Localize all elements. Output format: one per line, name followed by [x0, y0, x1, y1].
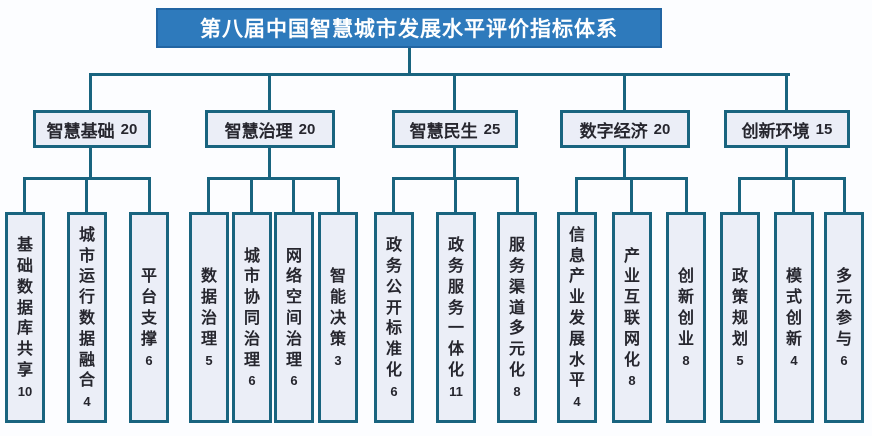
- category-label: 智慧基础: [46, 121, 115, 141]
- indicator-score: 4: [573, 394, 581, 410]
- category-score: 20: [120, 120, 138, 138]
- indicator-score: 5: [736, 352, 744, 368]
- connector-leaf-drop: [738, 177, 741, 212]
- indicator-score: 10: [17, 383, 33, 399]
- indicator-label: 产业互联网化: [623, 247, 640, 369]
- connector-leaf-drop: [575, 177, 578, 212]
- indicator-label: 网络空间治理: [285, 247, 302, 369]
- connector-leaf-drop: [392, 177, 395, 212]
- category-score: 20: [298, 120, 316, 138]
- indicator-score: 4: [83, 394, 91, 410]
- category-score: 20: [653, 120, 671, 138]
- indicator-score: 6: [840, 352, 848, 368]
- connector-leaf-drop: [792, 177, 795, 212]
- indicator-label: 城市协同治理: [243, 247, 260, 369]
- indicator-box: 信息产业发展水平 4: [557, 212, 597, 423]
- connector-leaf-drop: [516, 177, 519, 212]
- indicator-score: 6: [145, 352, 153, 368]
- indicator-label: 城市运行数据融合: [78, 226, 95, 390]
- category-score: 25: [483, 120, 501, 138]
- indicator-box: 网络空间治理 6: [274, 212, 314, 423]
- indicator-label: 数据治理: [200, 268, 217, 348]
- indicator-label: 政策规划: [731, 268, 748, 348]
- category-box-smart-governance: 智慧治理 20: [205, 110, 335, 148]
- indicator-box: 产业互联网化 8: [612, 212, 652, 423]
- connector-leaf-drop: [148, 177, 151, 212]
- category-label: 数字经济: [579, 121, 648, 141]
- connector-cat-stem: [623, 148, 626, 177]
- connector-drop: [89, 73, 92, 110]
- connector-root-stem: [408, 48, 411, 73]
- indicator-box: 政策规划 5: [720, 212, 760, 423]
- indicator-box: 多元参与 6: [824, 212, 864, 423]
- connector-cat-stem: [268, 148, 271, 177]
- connector-leaf-drop: [843, 177, 846, 212]
- connector-cat-stem: [453, 148, 456, 177]
- indicator-box: 创新创业 8: [666, 212, 706, 423]
- indicator-box: 模式创新 4: [774, 212, 814, 423]
- indicator-box: 平台支撑 6: [129, 212, 169, 423]
- indicator-box: 基础数据库共享 10: [5, 212, 45, 423]
- indicator-score: 4: [790, 352, 798, 368]
- indicator-score: 8: [513, 383, 521, 399]
- connector-drop: [453, 73, 456, 110]
- indicator-score: 6: [248, 373, 256, 389]
- category-box-smart-livelihood: 智慧民生 25: [392, 110, 518, 148]
- indicator-score: 6: [290, 373, 298, 389]
- indicator-score: 11: [449, 383, 463, 399]
- indicator-score: 8: [682, 352, 690, 368]
- indicator-score: 3: [334, 352, 342, 368]
- indicator-label: 政务服务一体化: [447, 237, 464, 379]
- connector-leaf-drop: [207, 177, 210, 212]
- indicator-label: 服务渠道多元化: [508, 237, 525, 379]
- connector-drop: [785, 73, 788, 110]
- indicator-box: 政务公开标准化 6: [374, 212, 414, 423]
- indicator-label: 智能决策: [329, 268, 346, 348]
- category-label: 智慧民生: [409, 121, 478, 141]
- indicator-label: 模式创新: [785, 268, 802, 348]
- indicator-score: 8: [628, 373, 636, 389]
- indicator-score: 5: [205, 352, 213, 368]
- connector-leaf-drop: [454, 177, 457, 212]
- connector-leaf-drop: [85, 177, 88, 212]
- connector-leaf-drop: [630, 177, 633, 212]
- connector-cat-stem: [785, 148, 788, 177]
- connector-sub-bus: [207, 177, 340, 180]
- connector-leaf-drop: [250, 177, 253, 212]
- indicator-box: 服务渠道多元化 8: [497, 212, 537, 423]
- category-box-innovation-environment: 创新环境 15: [724, 110, 850, 148]
- indicator-label: 平台支撑: [140, 268, 157, 348]
- root-box: 第八届中国智慧城市发展水平评价指标体系: [156, 8, 662, 48]
- indicator-box: 政务服务一体化 11: [436, 212, 476, 423]
- connector-cat-stem: [89, 148, 92, 177]
- connector-leaf-drop: [292, 177, 295, 212]
- connector-leaf-drop: [23, 177, 26, 212]
- category-box-smart-foundation: 智慧基础 20: [33, 110, 151, 148]
- connector-leaf-drop: [685, 177, 688, 212]
- indicator-score: 6: [390, 383, 398, 399]
- indicator-box: 城市运行数据融合 4: [67, 212, 107, 423]
- indicator-box: 城市协同治理 6: [232, 212, 272, 423]
- indicator-box: 智能决策 3: [318, 212, 358, 423]
- category-score: 15: [815, 120, 833, 138]
- connector-main-bus: [89, 73, 790, 76]
- category-label: 智慧治理: [224, 121, 293, 141]
- category-box-digital-economy: 数字经济 20: [560, 110, 690, 148]
- connector-drop: [268, 73, 271, 110]
- indicator-label: 信息产业发展水平: [568, 226, 585, 390]
- indicator-label: 政务公开标准化: [385, 237, 402, 379]
- chart-title: 第八届中国智慧城市发展水平评价指标体系: [200, 18, 618, 41]
- indicator-label: 创新创业: [677, 268, 694, 348]
- indicator-label: 多元参与: [835, 268, 852, 348]
- category-label: 创新环境: [741, 121, 810, 141]
- indicator-box: 数据治理 5: [189, 212, 229, 423]
- connector-drop: [623, 73, 626, 110]
- connector-leaf-drop: [337, 177, 340, 212]
- indicator-label: 基础数据库共享: [16, 237, 33, 379]
